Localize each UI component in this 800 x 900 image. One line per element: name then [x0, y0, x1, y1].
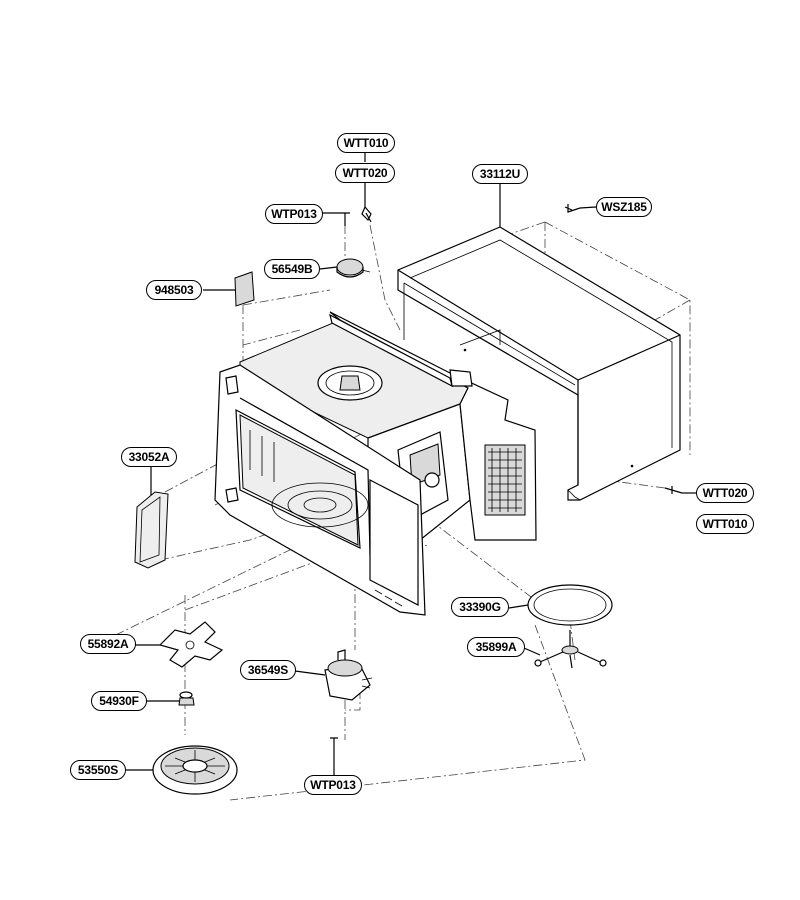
vent-grid: [484, 444, 526, 516]
part-54930f: [178, 691, 195, 706]
callout-35899a: 35899A: [467, 637, 525, 657]
callout-33112u: 33112U: [472, 164, 528, 184]
screw-right: [664, 486, 683, 494]
part-948503: [234, 271, 255, 307]
callout-33052a: 33052A: [121, 447, 177, 467]
part-33390g: [527, 584, 613, 626]
callout-wsz185: WSZ185: [596, 197, 652, 217]
callout-wtt010-top: WTT010: [337, 133, 395, 153]
cavity-chassis: [214, 311, 537, 616]
part-55892a: [158, 621, 224, 668]
screws-top: [340, 204, 581, 226]
part-35899a: [534, 630, 607, 669]
part-36549s: [324, 649, 373, 701]
callout-948503: 948503: [146, 280, 202, 300]
callout-36549s: 36549S: [240, 660, 296, 680]
callout-wtt020-right: WTT020: [696, 483, 754, 503]
callout-wtt020-top: WTT020: [335, 163, 395, 183]
callout-33390g: 33390G: [451, 597, 509, 617]
part-53550s: [152, 745, 238, 795]
callout-54930f: 54930F: [91, 691, 147, 711]
callout-wtp013-top: WTP013: [265, 204, 323, 224]
callout-wtt010-right: WTT010: [696, 514, 754, 534]
callout-55892a: 55892A: [80, 634, 136, 654]
thermostat-56549b: [336, 258, 371, 278]
outer-cabinet: [397, 226, 681, 501]
part-33052a: [134, 491, 169, 569]
screw-bottom: [330, 737, 338, 758]
callout-wtp013-bottom: WTP013: [304, 775, 362, 795]
callout-53550s: 53550S: [70, 760, 126, 780]
callout-56549b: 56549B: [264, 259, 320, 279]
leader-lines: [125, 153, 697, 776]
